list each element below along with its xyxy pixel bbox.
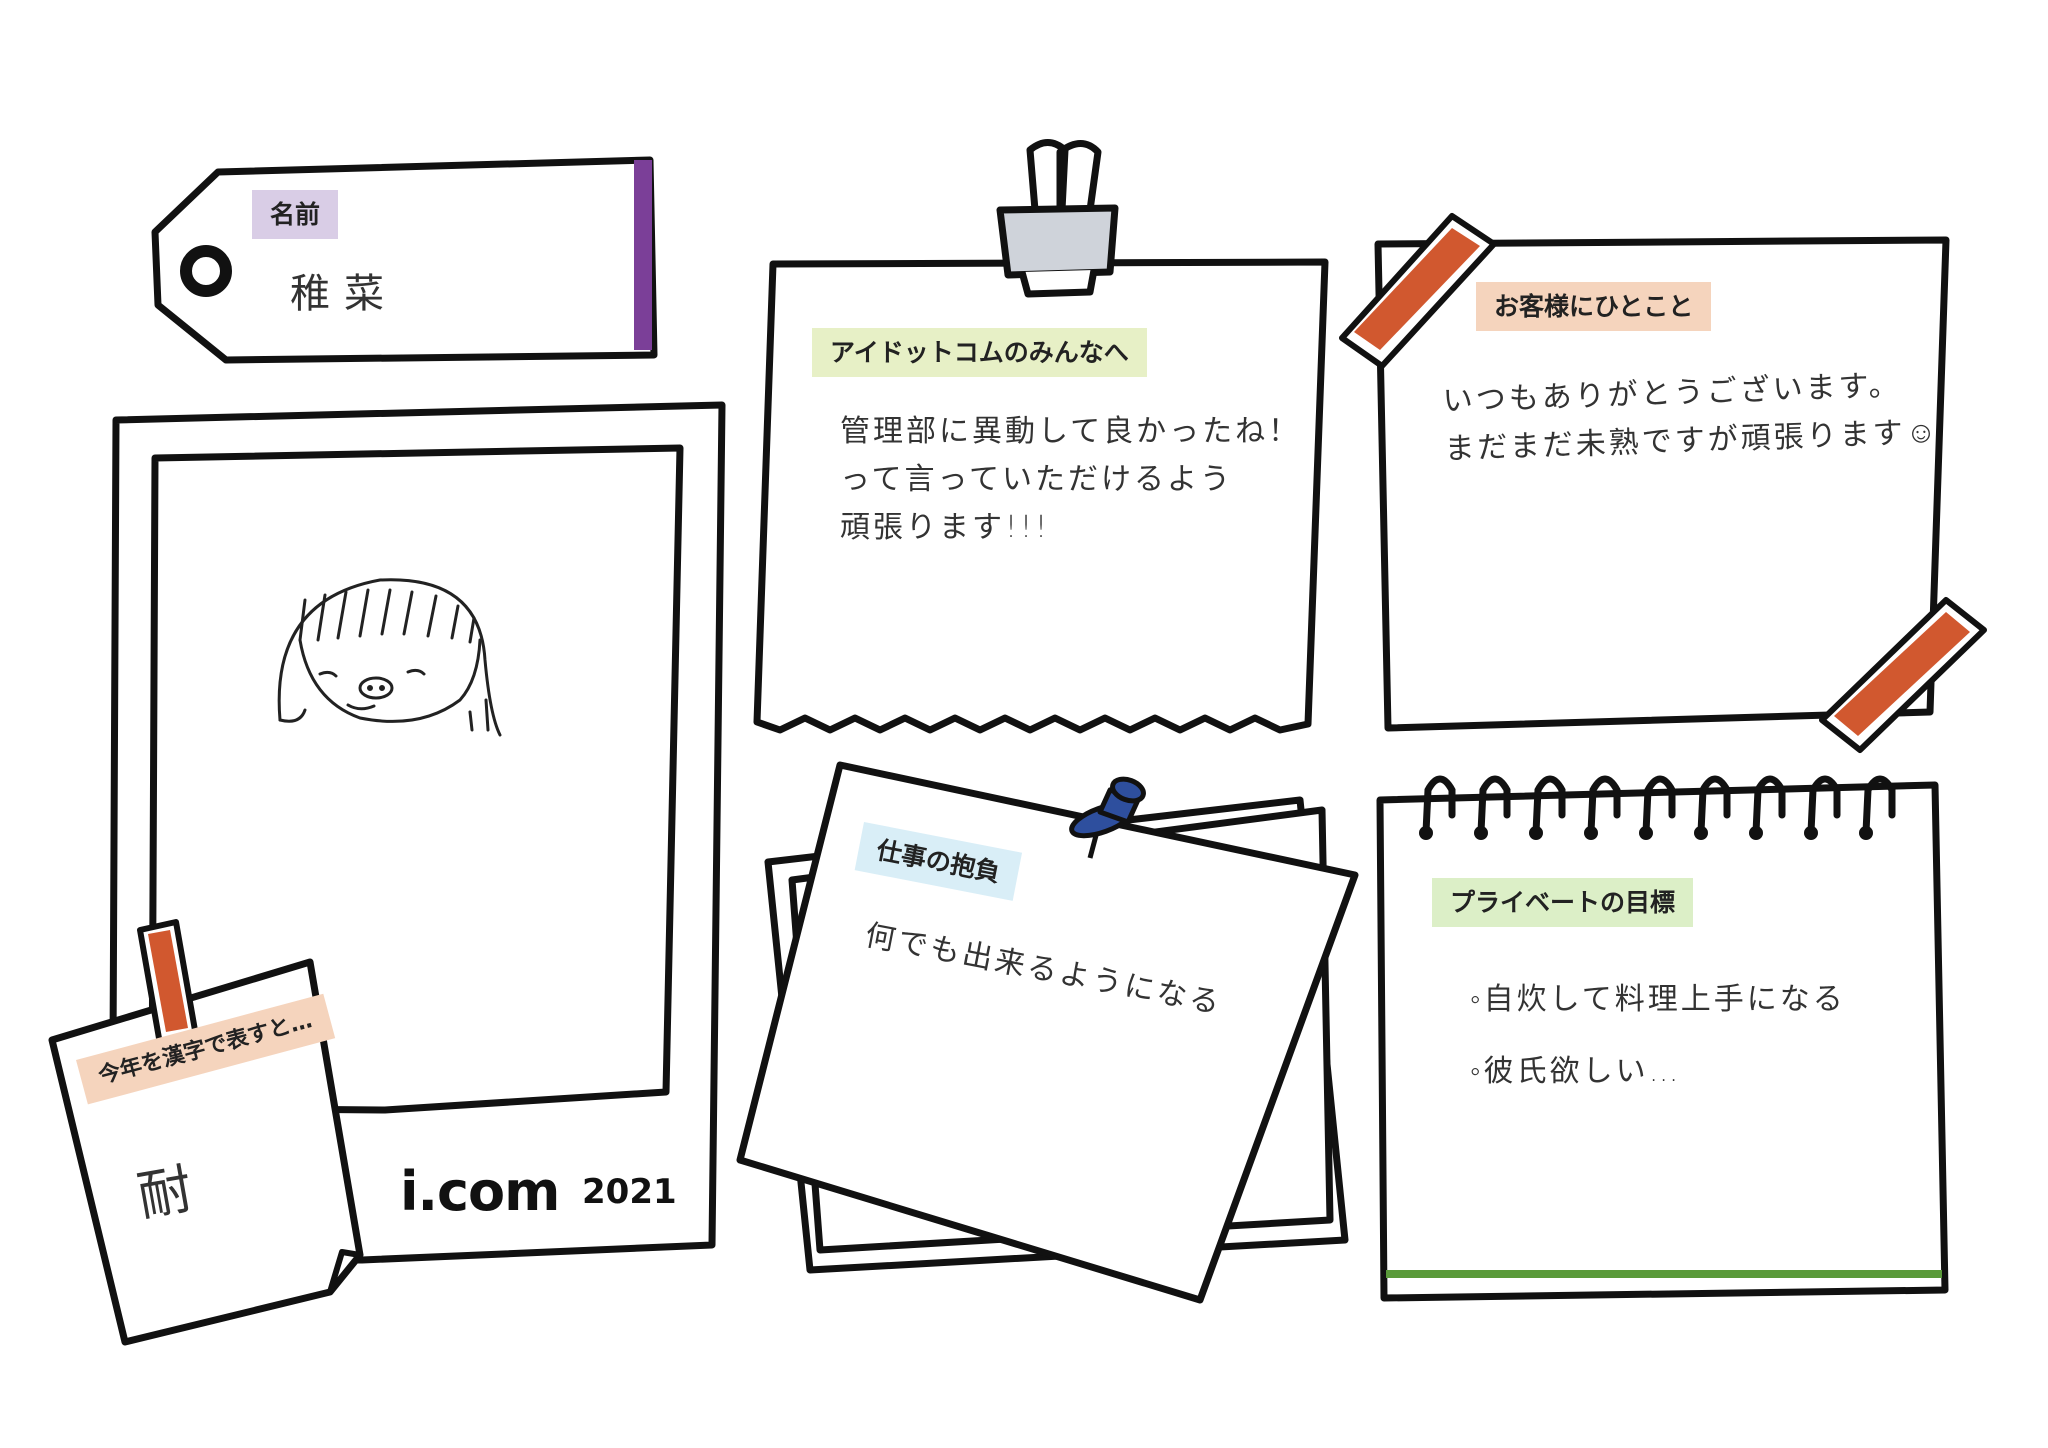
frame-year: 2021 (582, 1172, 677, 1212)
private-goal-label: プライベートの目標 (1432, 878, 1694, 927)
kanji-card-curl (327, 1249, 361, 1293)
face-drawing (277, 578, 502, 737)
customer-message-lines: いつもありがとうございます。 まだまだ未熟ですが頑張ります☺ (1442, 361, 1940, 474)
team-message-lines: 管理部に異動して良かったね！ って言っていただけるよう 頑張ります!!! (840, 408, 1301, 552)
private-goal-item: ◦彼氏欲しい… (1470, 1054, 1682, 1089)
push-pin-icon (1069, 776, 1146, 859)
work-sheet (736, 761, 1359, 1304)
notebook-accent-line (1386, 1270, 1942, 1278)
name-tag-hole (180, 245, 232, 297)
customer-message-label: お客様にひとこと (1476, 282, 1712, 331)
name-value: 稚菜 (290, 271, 398, 317)
customer-card (1374, 236, 1950, 732)
private-goal-items: ◦自炊して料理上手になる ◦彼氏欲しい… (1470, 964, 1846, 1108)
team-message-label: アイドットコムのみんなへ (812, 328, 1147, 377)
team-message-line: 管理部に異動して良かったね！ (840, 414, 1302, 449)
team-paper (753, 258, 1329, 734)
name-label: 名前 (252, 190, 339, 239)
name-tag (151, 156, 658, 364)
private-goal-item: ◦自炊して料理上手になる (1470, 982, 1846, 1017)
team-message-line: って言っていただけるよう (840, 462, 1233, 497)
binder-clip-icon (996, 139, 1119, 298)
name-tag-accent (634, 160, 652, 350)
frame-logo: i.com (400, 1160, 560, 1223)
team-message-line: 頑張ります!!! (840, 510, 1051, 545)
